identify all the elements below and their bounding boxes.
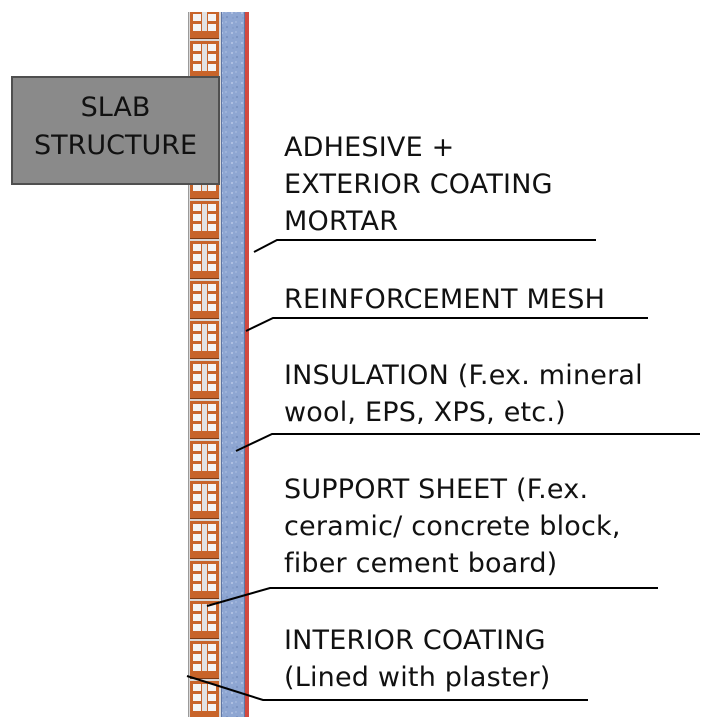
slab-label-line-2: STRUCTURE bbox=[33, 130, 198, 161]
insulation-layer bbox=[221, 12, 245, 717]
slab-label-line-1: SLAB bbox=[80, 92, 151, 123]
slab-structure bbox=[11, 76, 220, 185]
label-support-sheet: SUPPORT SHEET (F.ex. ceramic/ concrete b… bbox=[284, 471, 621, 582]
label-adhesive-exterior-coating: ADHESIVE + EXTERIOR COATING MORTAR bbox=[284, 129, 553, 240]
label-line: wool, EPS, XPS, etc.) bbox=[284, 397, 566, 428]
label-line: ADHESIVE + bbox=[284, 132, 455, 163]
label-line: SUPPORT SHEET (F.ex. bbox=[284, 474, 589, 505]
label-line: REINFORCEMENT MESH bbox=[284, 284, 606, 315]
label-line: fiber cement board) bbox=[284, 548, 558, 579]
label-line: ceramic/ concrete block, bbox=[284, 511, 621, 542]
label-insulation: INSULATION (F.ex. mineral wool, EPS, XPS… bbox=[284, 357, 643, 431]
leader-adhesive bbox=[253, 239, 596, 253]
slab-label: SLAB STRUCTURE bbox=[12, 89, 219, 165]
label-line: (Lined with plaster) bbox=[284, 662, 551, 693]
label-reinforcement-mesh: REINFORCEMENT MESH bbox=[284, 281, 605, 318]
label-line: MORTAR bbox=[284, 206, 399, 237]
label-line: INTERIOR COATING bbox=[284, 625, 546, 656]
label-line: EXTERIOR COATING bbox=[284, 169, 553, 200]
leader-insulation bbox=[235, 433, 700, 452]
leader-reinforcement bbox=[245, 317, 648, 332]
exterior-coating-layer bbox=[245, 12, 249, 717]
leader-interior-coating bbox=[186, 675, 588, 701]
label-interior-coating: INTERIOR COATING (Lined with plaster) bbox=[284, 622, 550, 696]
label-line: INSULATION (F.ex. mineral bbox=[284, 360, 643, 391]
leader-support-sheet bbox=[206, 587, 658, 607]
